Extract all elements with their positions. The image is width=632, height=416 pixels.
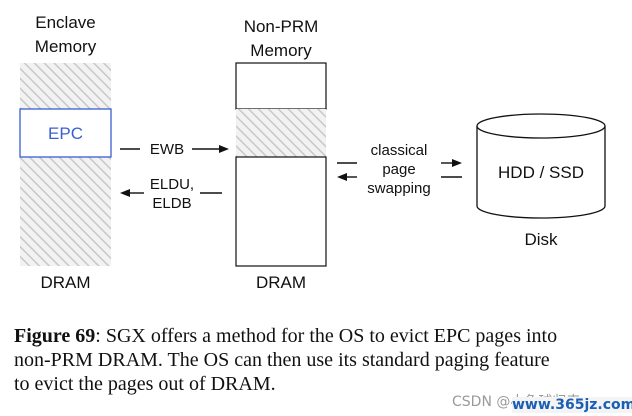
enclave-title-line2: Memory xyxy=(34,37,97,56)
swap-in-arrowhead xyxy=(337,173,347,181)
nonprm-title-line2: Memory xyxy=(250,41,312,60)
eldu-label-line2: ELDB xyxy=(152,195,192,212)
swap-label-line3: swapping xyxy=(367,180,431,197)
swap-label-line1: classical xyxy=(370,142,428,159)
figure-caption: Figure 69: SGX offers a method for the O… xyxy=(14,324,626,396)
ewb-arrowhead xyxy=(219,145,229,153)
caption-line3: to evict the pages out of DRAM. xyxy=(14,373,276,395)
disk-cylinder xyxy=(476,113,606,219)
enclave-dram-label: DRAM xyxy=(40,273,91,292)
swap-label-line2: page xyxy=(382,161,416,178)
disk-inner-label: HDD / SSD xyxy=(498,163,584,182)
nonprm-bottom-box xyxy=(235,156,327,267)
caption-line2: non-PRM DRAM. The OS can then use its st… xyxy=(14,349,550,371)
enclave-memory-column xyxy=(20,63,111,266)
swap-out-arrowhead xyxy=(452,159,462,167)
ewb-label: EWB xyxy=(149,141,185,158)
disk-label: Disk xyxy=(524,230,558,249)
watermark-site: www.365jz.com xyxy=(512,397,632,413)
watermark-site-text: www.365jz.com xyxy=(512,397,632,413)
nonprm-dram-label: DRAM xyxy=(255,273,307,292)
eldu-arrowhead xyxy=(120,189,130,197)
nonprm-title-line1: Non-PRM xyxy=(243,17,319,36)
nonprm-hatched-region xyxy=(236,109,326,157)
nonprm-top-box xyxy=(235,62,327,110)
epc-label: EPC xyxy=(48,124,83,143)
eldu-label-line1: ELDU, xyxy=(149,176,195,193)
caption-line1: Figure 69: SGX offers a method for the O… xyxy=(14,324,626,348)
caption-line1-text: : SGX offers a method for the OS to evic… xyxy=(95,325,558,347)
enclave-title-line1: Enclave xyxy=(35,13,96,32)
figure-label: Figure 69 xyxy=(14,325,96,347)
epc-box xyxy=(19,108,112,158)
